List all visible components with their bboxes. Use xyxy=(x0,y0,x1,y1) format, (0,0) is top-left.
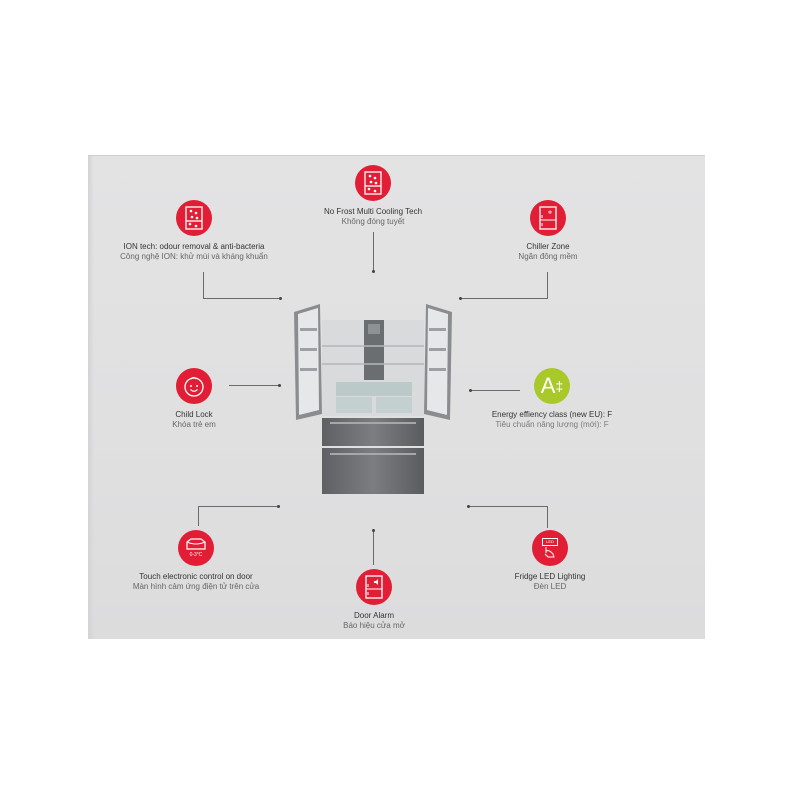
connector-dot xyxy=(469,389,472,392)
connector-dot xyxy=(277,505,280,508)
connector-line xyxy=(198,506,278,507)
connector-line xyxy=(229,385,279,386)
feature-label-vi: Báo hiệu cửa mở xyxy=(343,621,405,630)
led-hand-icon: LED xyxy=(532,530,568,566)
feature-chiller-zone: ❄ Chiller Zone Ngăn đông mềm xyxy=(500,200,596,262)
connector-line xyxy=(198,506,199,526)
touch-panel-icon: 0-3°C xyxy=(178,530,214,566)
feature-no-frost: No Frost Multi Cooling Tech Không đóng t… xyxy=(312,165,434,227)
feature-label-vi: Tiêu chuẩn năng lượng (mới): F xyxy=(495,420,609,429)
feature-ion-tech: ION tech: odour removal & anti-bacteria … xyxy=(110,200,278,262)
feature-led-lighting: LED Fridge LED Lighting Đèn LED xyxy=(496,530,604,592)
feature-label-en: Touch electronic control on door xyxy=(139,572,253,581)
connector-dot xyxy=(278,384,281,387)
feature-label-vi: Không đóng tuyết xyxy=(341,217,405,226)
feature-label-en: Chiller Zone xyxy=(526,242,570,251)
connector-line xyxy=(373,531,374,565)
fridge-chiller-icon: ❄ xyxy=(530,200,566,236)
connector-dot xyxy=(279,297,282,300)
connector-dot xyxy=(467,505,470,508)
feature-label-en: No Frost Multi Cooling Tech xyxy=(323,207,423,216)
fridge-dots-icon xyxy=(355,165,391,201)
feature-label-vi: Màn hình cảm ứng điện tử trên cửa xyxy=(132,582,260,591)
connector-line xyxy=(468,506,548,507)
connector-line xyxy=(547,506,548,528)
feature-child-lock: Child Lock Khóa trẻ em xyxy=(150,368,238,430)
feature-energy: A‡ Energy effiency class (new EU): F Tiê… xyxy=(484,368,620,430)
energy-class-plus: ‡ xyxy=(555,378,564,394)
feature-label-en: Fridge LED Lighting xyxy=(514,572,586,581)
feature-label-vi: Ngăn đông mềm xyxy=(518,252,578,261)
feature-label-vi: Công nghệ ION: khử mùi và kháng khuẩn xyxy=(120,252,268,261)
energy-class-letter: A xyxy=(540,373,556,398)
led-panel: LED xyxy=(542,538,558,546)
connector-dot xyxy=(459,297,462,300)
feature-label-en: Child Lock xyxy=(175,410,213,419)
feature-label-vi: Đèn LED xyxy=(533,582,567,591)
connector-line xyxy=(373,232,374,272)
fridge-dots-icon xyxy=(176,200,212,236)
feature-label-en: Door Alarm xyxy=(353,611,394,620)
baby-face-icon xyxy=(176,368,212,404)
connector-line xyxy=(203,298,281,299)
connector-line xyxy=(547,272,548,298)
connector-dot xyxy=(372,529,375,532)
temperature-range: 0-3°C xyxy=(189,552,203,558)
feature-door-alarm: Door Alarm Báo hiệu cửa mở xyxy=(322,569,426,631)
connector-dot xyxy=(372,270,375,273)
svg-text:❄: ❄ xyxy=(548,210,552,216)
energy-class-icon: A‡ xyxy=(534,368,570,404)
feature-touch-control: 0-3°C Touch electronic control on door M… xyxy=(118,530,274,592)
fridge-image xyxy=(294,304,452,494)
connector-line xyxy=(470,390,520,391)
connector-line xyxy=(461,298,548,299)
feature-label-en: Energy effiency class (new EU): F xyxy=(491,410,613,419)
door-alarm-icon xyxy=(356,569,392,605)
feature-label-en: ION tech: odour removal & anti-bacteria xyxy=(123,242,265,251)
feature-label-vi: Khóa trẻ em xyxy=(172,420,216,429)
connector-line xyxy=(203,272,204,298)
